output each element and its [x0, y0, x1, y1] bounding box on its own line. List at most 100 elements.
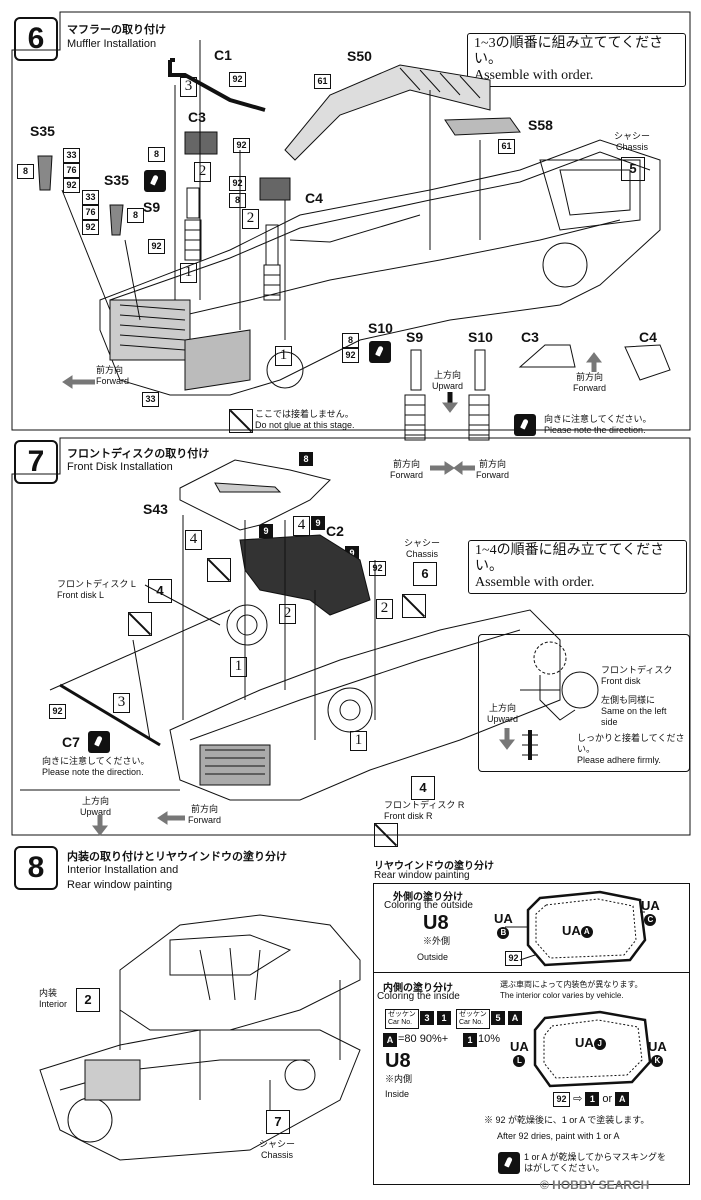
color-code: 92 [229, 176, 246, 191]
part-s58: S58 [528, 117, 553, 133]
forward-en: Forward [573, 383, 607, 393]
detail-disk-jp: フロントディスク [601, 665, 673, 675]
step6-title-en: Muffler Installation [67, 38, 157, 50]
order-mark: 1 [180, 263, 197, 283]
noglue-en: Do not glue at this stage. [255, 420, 355, 430]
step8-title-en2: Rear window painting [67, 879, 173, 891]
mix-b: 1 [463, 1033, 477, 1047]
color-code: 8 [299, 452, 313, 466]
color-code: 92 [342, 348, 359, 363]
same-left-jp: 左側も同様に [601, 695, 656, 705]
mix-b-pct: 10% [478, 1033, 501, 1045]
inside-note-en: Inside [385, 1089, 410, 1099]
order-mark: 4 [185, 530, 202, 550]
inside-en: Coloring the inside [377, 991, 460, 1002]
adhere-note: しっかりと接着してください。 Please adhere firmly. [577, 733, 687, 766]
ua-circle: B [497, 926, 510, 939]
color-code: 76 [82, 205, 99, 220]
step6-order-note-jp: 1~3の順番に組み立ててください。 [474, 36, 664, 67]
step7-order-note: 1~4の順番に組み立ててください。 Assemble with order. [468, 540, 687, 594]
chassis-en: Chassis [261, 1150, 294, 1160]
car-en: Car No. [388, 1019, 413, 1026]
rear-title-jp: リヤウインドウの塗り分け [374, 861, 494, 872]
detail-disk-en: Front disk [601, 676, 641, 686]
forward-jp: 前方向 [479, 459, 507, 469]
part-s9-detail: S9 [406, 329, 424, 345]
no-glue-icon [128, 612, 152, 636]
detail-disk-label: フロントディスク Front disk [601, 665, 672, 687]
part-c3-detail: C3 [521, 329, 539, 345]
color-code: 9 [345, 546, 359, 560]
part-s43: S43 [143, 501, 168, 517]
noglue-jp: ここでは接着しません。 [255, 409, 354, 419]
step6-number: 6 [14, 17, 58, 61]
ua-circle: C [644, 913, 657, 926]
step6-direction-note: 向きに注意してください。 Please note the direction. [544, 414, 651, 436]
part-c4: C4 [305, 190, 323, 206]
forward-jp: 前方向 [96, 365, 124, 375]
car-a-num: 3 [420, 1011, 434, 1025]
glue-icon [144, 170, 166, 192]
step7-direction-note: 向きに注意してください。 Please note the direction. [42, 756, 149, 778]
ua-circle: A [580, 925, 593, 938]
disk-l-label: フロントディスク L Front disk L [57, 579, 136, 601]
outside-en: Coloring the outside [384, 900, 473, 911]
ua-text: UA [510, 1039, 529, 1054]
interior-en: Interior [39, 999, 68, 1009]
no-glue-icon [229, 409, 253, 433]
interior-jp: 内装 [39, 988, 58, 998]
car-jp: ゼッケン [459, 1011, 487, 1018]
car-b-color: A [508, 1011, 522, 1025]
color-code: 8 [17, 164, 34, 179]
step6-forward-label-4: 前方向 Forward [573, 372, 606, 394]
forward-en: Forward [476, 470, 510, 480]
step6-forward-label-2: 前方向 Forward [390, 459, 423, 481]
color-code: 33 [142, 392, 159, 407]
color-code: 61 [498, 139, 515, 154]
ua-circle: J [593, 1037, 606, 1050]
color-code: 9 [311, 516, 325, 530]
glue-icon [88, 731, 110, 753]
color-code: 92 [148, 239, 165, 254]
outside-jp: 外側の塗り分け [393, 892, 463, 903]
rear-panel-divider [373, 972, 689, 973]
color-code: 92 [369, 561, 386, 576]
no-glue-icon [374, 823, 398, 847]
glue-icon [369, 341, 391, 363]
part-s35a: S35 [30, 123, 55, 139]
forward-en: Forward [390, 470, 424, 480]
part-c1: C1 [214, 47, 232, 63]
part-s10-detail: S10 [468, 329, 493, 345]
step6-noglue-note: ここでは接着しません。 Do not glue at this stage. [255, 409, 355, 431]
color-code: 61 [314, 74, 331, 89]
ua-circle: L [513, 1054, 526, 1067]
forward-jp: 前方向 [576, 372, 604, 382]
car-jp: ゼッケン [388, 1011, 416, 1018]
order-mark: 1 [275, 346, 292, 366]
car-a-color: 1 [437, 1011, 451, 1025]
part-s9: S9 [143, 199, 161, 215]
color-code: 92 [49, 704, 66, 719]
mask-note: 1 or A が乾燥してからマスキングをはがしてください。 [524, 1152, 666, 1173]
car-a-label: ゼッケン Car No. [385, 1009, 419, 1029]
step6-forward-label-3: 前方向 Forward [476, 459, 509, 481]
part-c7: C7 [62, 734, 80, 750]
step6-order-note: 1~3の順番に組み立ててください。 Assemble with order. [467, 33, 686, 87]
color-code: 76 [63, 163, 80, 178]
adhere-en: Please adhere firmly. [577, 755, 661, 765]
dry-note-en: After 92 dries, paint with 1 or A [497, 1131, 620, 1141]
step6-forward-label: 前方向 Forward [96, 365, 129, 387]
mix-a-pct: =80 90%+ [398, 1033, 449, 1045]
no-glue-icon [402, 594, 426, 618]
direction-jp: 向きに注意してください。 [42, 756, 150, 766]
watermark: © HOBBY SEARCH [540, 1178, 650, 1192]
part-c3: C3 [188, 109, 206, 125]
upward-jp: 上方向 [489, 703, 517, 713]
chassis-jp: シャシー [259, 1139, 296, 1149]
glue-icon [514, 414, 536, 436]
upward-en: Upward [487, 714, 519, 724]
